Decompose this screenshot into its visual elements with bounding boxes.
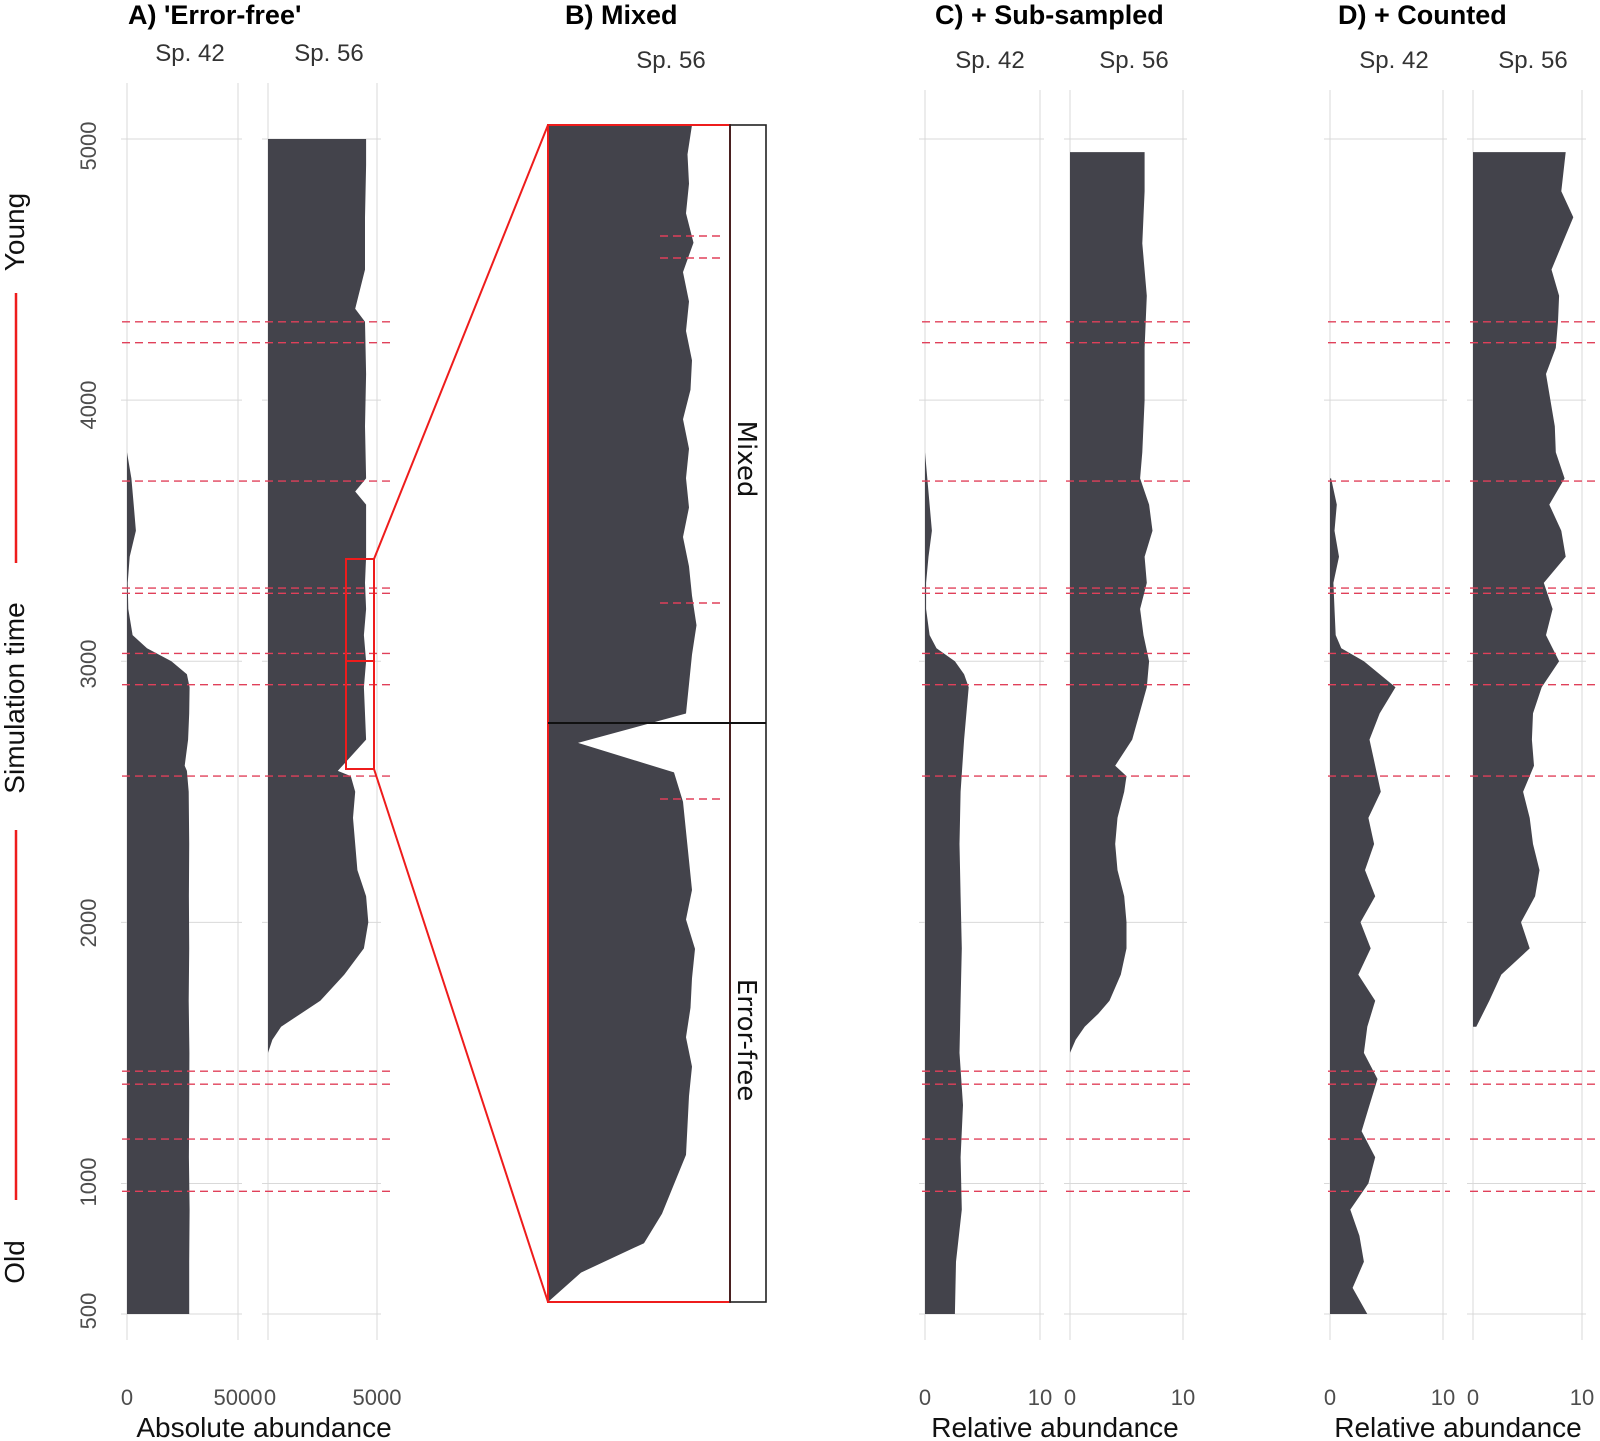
zoom-connector-bottom: [373, 768, 549, 1303]
facet-label-errorfree: Error-free: [731, 979, 761, 1101]
panel-title-a: A) 'Error-free': [128, 0, 301, 30]
panel-title-c: C) + Sub-sampled: [935, 0, 1164, 30]
x-tick-c56-0: 0: [1064, 1385, 1076, 1410]
species-label-c-42: Sp. 42: [955, 47, 1024, 74]
zoom-connector-top: [373, 124, 549, 560]
species-label-d-56: Sp. 56: [1498, 47, 1567, 74]
facet-strip-b: [729, 124, 767, 1303]
zoom-connector-layer: [345, 124, 767, 1303]
x-tick-d42-10: 10: [1431, 1385, 1455, 1410]
area-d56: [1473, 152, 1574, 1027]
y-axis-title: Simulation time: [0, 602, 30, 793]
y-label-old: Old: [0, 1240, 30, 1284]
area-c42: [925, 452, 969, 1314]
area-d42: [1330, 478, 1396, 1314]
x-axis-title-absolute: Absolute abundance: [136, 1412, 391, 1441]
species-label-d-42: Sp. 42: [1359, 47, 1428, 74]
x-tick-d42-0: 0: [1324, 1385, 1336, 1410]
y-label-young: Young: [0, 193, 30, 271]
area-a56: [268, 139, 369, 1053]
x-tick-d56-10: 10: [1570, 1385, 1594, 1410]
x-tick-d56-0: 0: [1467, 1385, 1479, 1410]
x-tick-c42-0: 0: [919, 1385, 931, 1410]
panel-title-b: B) Mixed: [565, 0, 678, 30]
x-tick-c42-10: 10: [1028, 1385, 1052, 1410]
species-label-a-42: Sp. 42: [155, 40, 224, 67]
area-layer: [127, 125, 1574, 1314]
y-tick-2000: 2000: [76, 899, 101, 948]
y-tick-5000: 5000: [76, 122, 101, 171]
species-label-a-56: Sp. 56: [294, 40, 363, 67]
y-ticks: 500 1000 2000 3000 4000 5000: [76, 122, 101, 1330]
zoom-box-a: [345, 558, 375, 770]
x-tick-a42-0: 0: [121, 1385, 133, 1410]
x-axis-title-relative-c: Relative abundance: [931, 1412, 1179, 1441]
y-tick-500: 500: [76, 1293, 101, 1330]
facet-label-mixed: Mixed: [731, 421, 761, 498]
area-c56: [1070, 152, 1153, 1053]
dashed-lines-layer: [122, 235, 1596, 1193]
species-label-b-56: Sp. 56: [636, 47, 705, 74]
x-tick-a56-5000: 5000: [353, 1385, 402, 1410]
x-ticks: 0 5000 0 5000 0 10 0 10 0 10 0 10: [121, 1385, 1594, 1410]
area-a42: [127, 452, 190, 1314]
x-tick-a42-5000: 5000: [214, 1385, 263, 1410]
panel-title-d: D) + Counted: [1338, 0, 1507, 30]
x-tick-a56-0: 0: [264, 1385, 276, 1410]
species-label-c-56: Sp. 56: [1099, 47, 1168, 74]
area-b56: [548, 125, 697, 1302]
x-axis-title-relative-d: Relative abundance: [1334, 1412, 1582, 1441]
x-tick-c56-10: 10: [1171, 1385, 1195, 1410]
y-tick-1000: 1000: [76, 1158, 101, 1207]
y-tick-4000: 4000: [76, 381, 101, 430]
y-tick-3000: 3000: [76, 640, 101, 689]
